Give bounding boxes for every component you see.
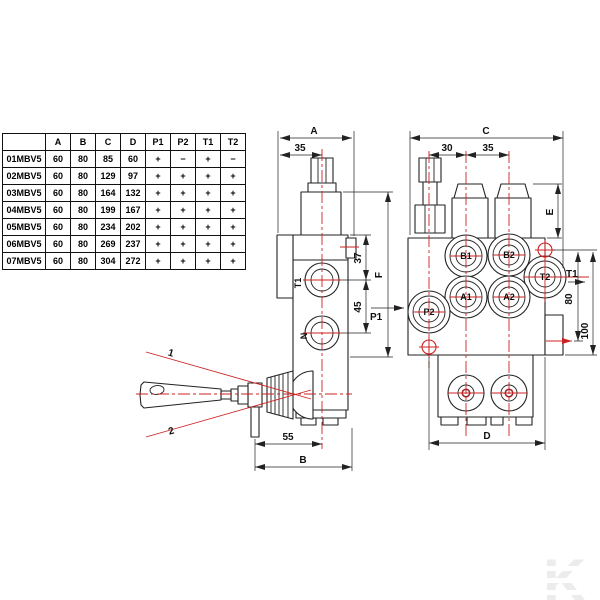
value-cell: + [195,150,221,168]
value-cell: + [195,235,221,253]
port-label-P2: P2 [423,307,434,317]
dim-label-F: F [374,272,385,278]
lever-position-2-label: 2 [167,425,176,437]
value-cell: 164 [95,184,121,202]
header-a: A [45,133,71,151]
value-cell: − [220,150,246,168]
value-cell: + [145,184,171,202]
header-p1: P1 [145,133,171,151]
port-label-B1: B1 [460,251,472,261]
value-cell: + [170,184,196,202]
value-cell: 269 [95,235,121,253]
lever-bellows [266,370,294,420]
dim-label-45: 45 [353,301,364,313]
value-cell: 60 [45,252,71,270]
port-label-T2: T2 [540,272,551,282]
header-model [2,133,46,151]
side-view-dimensions: A 35 37 45 F 55 B [254,126,393,471]
dim-label-35: 35 [294,143,306,154]
value-cell: 80 [70,235,96,253]
value-cell: + [220,184,246,202]
model-cell: 07MBV5 [2,252,46,270]
value-cell: 129 [95,167,121,185]
value-cell: + [195,218,221,236]
port-label-B2: B2 [503,250,515,260]
value-cell: 60 [45,201,71,219]
side-view-lever [139,370,314,438]
port-label-P1: P1 [370,312,383,323]
value-cell: 60 [45,167,71,185]
value-cell: 80 [70,218,96,236]
table-row: 03MBV5 60 80 164 132 + + + + [2,184,246,202]
lever-position-1-label: 1 [166,348,175,360]
header-p2: P2 [170,133,196,151]
lever-handle [139,381,222,409]
value-cell: + [170,252,196,270]
value-cell: 199 [95,201,121,219]
handle-hole [149,385,165,395]
value-cell: + [170,167,196,185]
lever-position-2-line [145,389,312,438]
value-cell: 237 [120,235,146,253]
dim-label-D: D [483,431,490,442]
header-t2: T2 [220,133,246,151]
value-cell: + [145,235,171,253]
table-row: 01MBV5 60 80 85 60 + − + − [2,150,246,168]
port-label-T1-side: T1 [293,278,303,289]
front-view-body [407,157,567,426]
table-row: 06MBV5 60 80 269 237 + + + + [2,235,246,253]
relief-valve-screw [418,157,442,183]
value-cell: + [195,184,221,202]
dim-label-B: B [299,455,306,466]
value-cell: 272 [120,252,146,270]
value-cell: 85 [95,150,121,168]
header-c: C [95,133,121,151]
value-cell: + [145,252,171,270]
dim-label-80: 80 [564,293,575,305]
value-cell: 132 [120,184,146,202]
value-cell: + [145,201,171,219]
dim-label-A: A [310,126,317,137]
value-cell: + [195,252,221,270]
lever-bracket-stud [250,404,260,438]
value-cell: 80 [70,252,96,270]
value-cell: 80 [70,150,96,168]
value-cell: 80 [70,167,96,185]
front-view-centerlines [413,151,589,436]
table-row: 07MBV5 60 80 304 272 + + + + [2,252,246,270]
table-row: 02MBV5 60 80 129 97 + + + + [2,167,246,185]
value-cell: + [220,167,246,185]
table-header-row: A B C D P1 P2 T1 T2 [2,133,246,151]
dim-label-E: E [545,208,556,215]
front-view-dimensions: C 30 35 E 80 100 D P1 T1 [370,126,597,450]
spool-cap-1 [453,183,487,199]
dim-label-30: 30 [441,143,453,154]
value-cell: + [220,252,246,270]
table-row: 04MBV5 60 80 199 167 + + + + [2,201,246,219]
side-view: A 35 37 45 F 55 B T1 N 1 2 [136,126,393,471]
dim-label-35-front: 35 [482,143,494,154]
brand-watermark: K [528,547,600,600]
dim-label-55: 55 [282,432,294,443]
value-cell: 60 [45,218,71,236]
table-row: 05MBV5 60 80 234 202 + + + + [2,218,246,236]
spool-cap-2 [496,183,530,199]
value-cell: + [145,218,171,236]
value-cell: 60 [120,150,146,168]
front-view: C 30 35 E 80 100 D P1 T1 [370,126,597,450]
dim-label-100: 100 [580,322,591,339]
port-label-A2: A2 [503,292,515,302]
lever-position-1-line [145,351,312,400]
port-label-N: N [299,333,309,340]
header-b: B [70,133,96,151]
port-label-T1-front: T1 [566,269,578,280]
valve-dimension-table: A B C D P1 P2 T1 T2 01MBV5 60 80 85 60 +… [2,133,246,270]
header-t1: T1 [195,133,221,151]
port-label-A1: A1 [460,292,472,302]
dim-label-C: C [482,126,489,137]
side-view-centerlines [136,149,359,449]
value-cell: + [170,201,196,219]
dim-label-37: 37 [353,252,364,264]
